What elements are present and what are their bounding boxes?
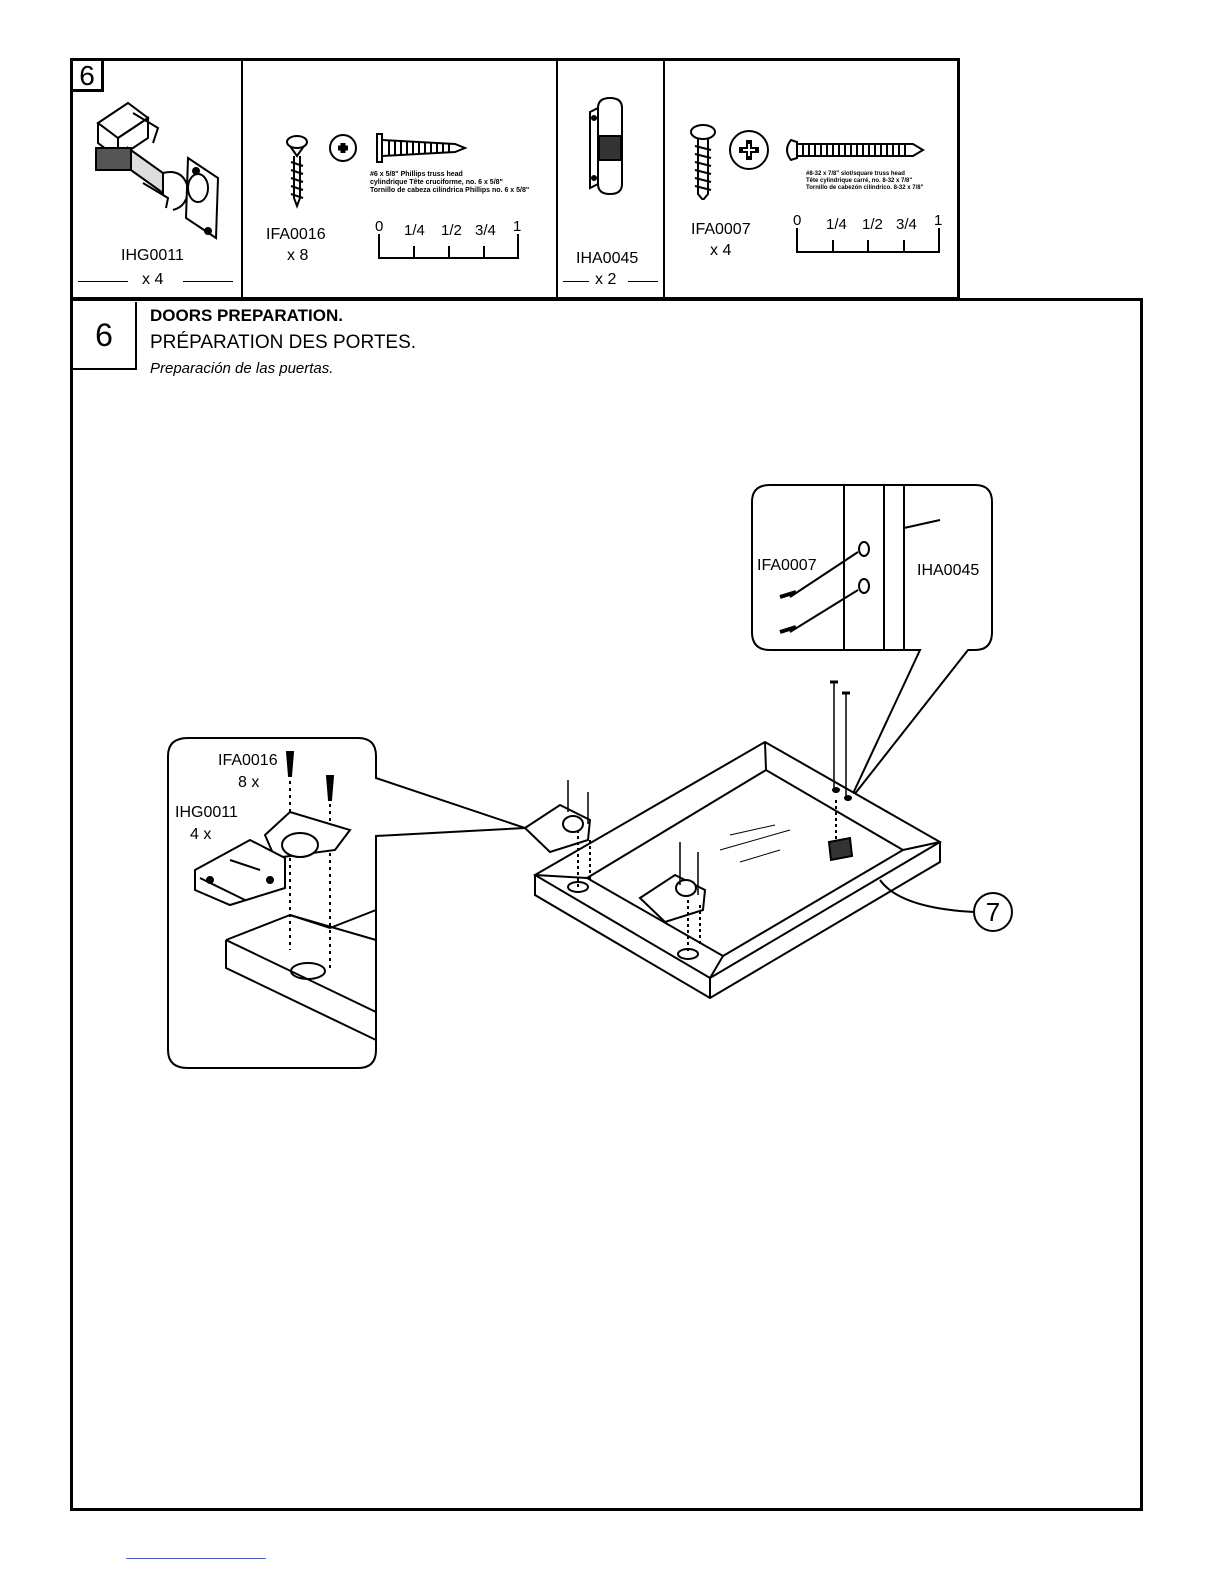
callout-screw-qty: 8 x xyxy=(238,774,260,791)
step-title-es: Preparación de las puertas. xyxy=(150,360,334,377)
qty-rule xyxy=(563,281,589,282)
ruler-tick-label: 1 xyxy=(513,218,522,235)
callout-screw-label: IFA0016 xyxy=(218,752,278,769)
screw-small-illustration xyxy=(286,133,468,209)
callout-hinge-label: IHG0011 xyxy=(175,804,238,821)
step-title-en: DOORS PREPARATION. xyxy=(150,306,343,325)
ruler-tick-label: 1 xyxy=(934,212,943,229)
ruler-tick-label: 3/4 xyxy=(475,222,496,239)
hinge-illustration xyxy=(95,101,220,240)
screw-long-illustration xyxy=(690,124,925,200)
hinge-code: IHG0011 xyxy=(121,247,184,264)
ruler-tick-label: 1/2 xyxy=(441,222,462,239)
footer-line xyxy=(126,1558,266,1559)
catch-illustration xyxy=(589,96,623,196)
step-title-fr: PRÉPARATION DES PORTES. xyxy=(150,332,417,353)
ruler-tick-label: 1/4 xyxy=(826,216,847,233)
ruler-tick-label: 3/4 xyxy=(896,216,917,233)
screw-small-desc-es: Tornillo de cabeza cilíndrica Phillips n… xyxy=(370,187,530,194)
qty-rule xyxy=(78,281,128,282)
ruler-tick-label: 1/4 xyxy=(404,222,425,239)
ruler-tick-label: 0 xyxy=(375,218,384,235)
screw-small-qty: x 8 xyxy=(287,247,309,264)
screw-small-desc-en: #6 x 5/8" Phillips truss head xyxy=(370,171,463,178)
parts-step-badge: 6 xyxy=(70,58,104,92)
parts-divider xyxy=(556,58,558,300)
ruler-small: 0 1/4 1/2 3/4 1 xyxy=(375,218,522,260)
catch-qty: x 2 xyxy=(595,271,617,288)
screw-long-desc-en: #8-32 x 7/8" slot/square truss head xyxy=(806,171,905,177)
ruler-long: 0 1/4 1/2 3/4 1 xyxy=(793,212,943,254)
screw-small-code: IFA0016 xyxy=(266,226,326,243)
ruler-tick-label: 1/2 xyxy=(862,216,883,233)
parts-divider xyxy=(241,58,243,300)
panel-number-label: 7 xyxy=(985,897,1001,927)
screw-long-desc-es: Tornillo de cabezón cilíndrico. 8-32 x 7… xyxy=(806,185,924,191)
step-box xyxy=(70,298,1143,1511)
hinge-qty: x 4 xyxy=(142,271,164,288)
qty-rule xyxy=(628,281,658,282)
callout-catch-label: IHA0045 xyxy=(917,562,980,579)
screw-long-code: IFA0007 xyxy=(691,221,751,238)
parts-divider xyxy=(663,58,665,300)
ruler-tick-label: 0 xyxy=(793,212,802,229)
callout-screw-label: IFA0007 xyxy=(757,557,817,574)
qty-rule xyxy=(183,281,233,282)
catch-code: IHA0045 xyxy=(576,250,639,267)
screw-small-desc-fr: cylindrique Tête cruciforme, no. 6 x 5/8… xyxy=(370,179,503,186)
callout-hinge-qty: 4 x xyxy=(190,826,212,843)
screw-long-qty: x 4 xyxy=(710,242,732,259)
screw-long-desc-fr: Tête cylindrique carré, no. 8-32 x 7/8" xyxy=(806,178,913,184)
step-number: 6 xyxy=(73,302,137,370)
